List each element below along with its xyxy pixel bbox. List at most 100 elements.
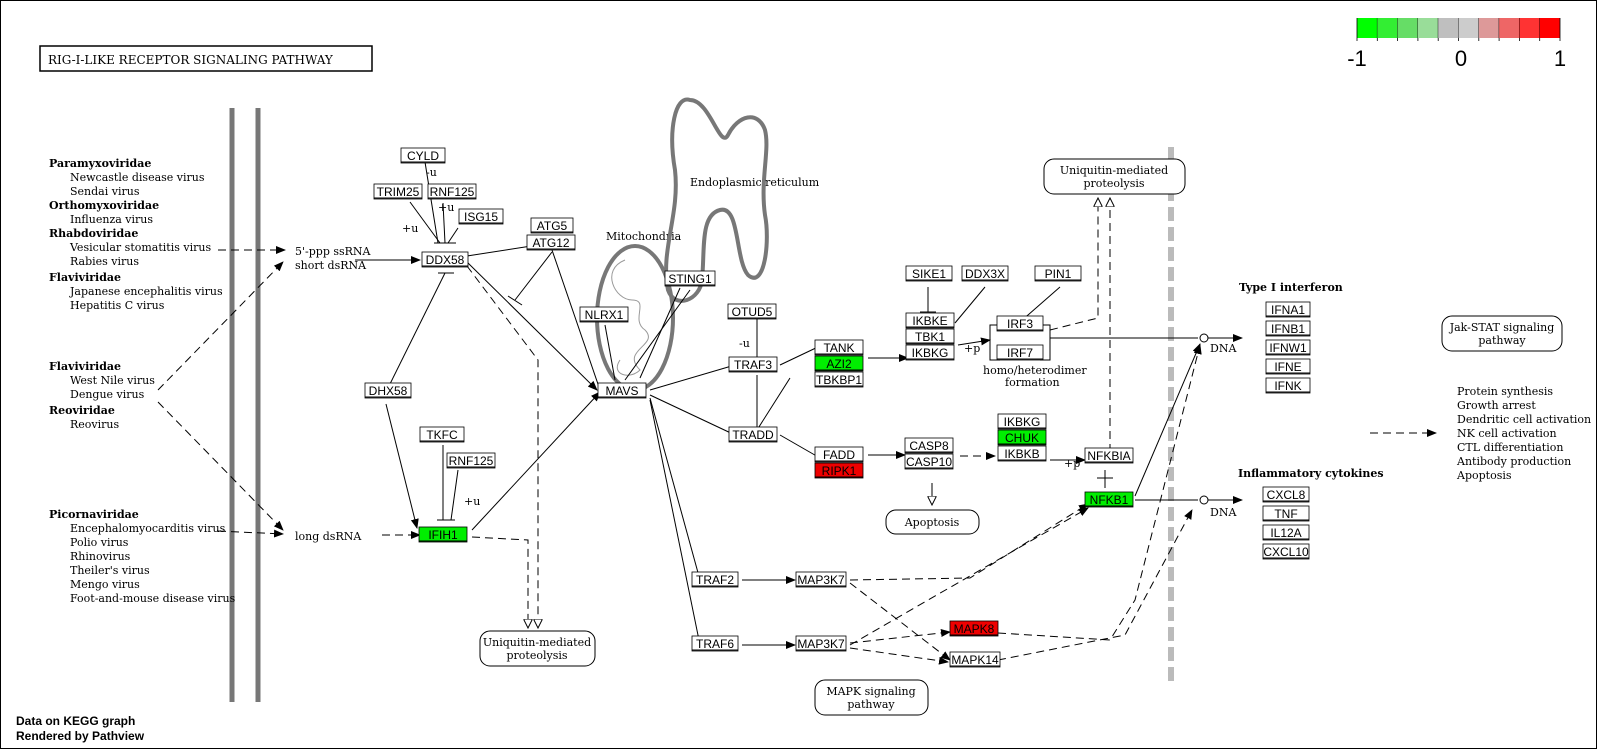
gene-label: IFNE bbox=[1274, 360, 1301, 374]
virus-family-flaviviridae-2: Flaviviridae bbox=[49, 360, 121, 373]
gene-node-cxcl8[interactable]: CXCL8 bbox=[1262, 486, 1310, 503]
gene-node-chuk[interactable]: CHUK bbox=[997, 429, 1047, 446]
gene-node-tnf[interactable]: TNF bbox=[1262, 505, 1310, 522]
gene-label: DHX58 bbox=[369, 384, 408, 398]
outcome-item: NK cell activation bbox=[1457, 427, 1557, 440]
ubiquitin-pathway-1[interactable]: Uniquitin-mediated proteolysis bbox=[1043, 158, 1186, 195]
ubiquitin-1-line1: Uniquitin-mediated bbox=[1060, 164, 1168, 177]
gene-box bbox=[996, 344, 1044, 361]
gene-box bbox=[691, 635, 739, 652]
gene-node-ddx58[interactable]: DDX58 bbox=[421, 251, 469, 268]
gene-node-irf7[interactable]: IRF7 bbox=[996, 344, 1044, 361]
gene-label: ISG15 bbox=[464, 210, 498, 224]
gene-box bbox=[814, 355, 864, 372]
virus-item: Polio virus bbox=[70, 536, 129, 549]
gene-node-map3k7[interactable]: MAP3K7 bbox=[795, 635, 847, 652]
gene-label: TRAF6 bbox=[696, 637, 734, 651]
gene-node-atg5[interactable]: ATG5 bbox=[530, 217, 574, 234]
gene-node-casp8[interactable]: CASP8 bbox=[904, 437, 954, 454]
gene-node-mapk14[interactable]: MAPK14 bbox=[949, 651, 1001, 668]
virus-item: Foot-and-mouse disease virus bbox=[70, 592, 236, 605]
footer-line-2: Rendered by Pathview bbox=[16, 729, 145, 743]
gene-node-casp10[interactable]: CASP10 bbox=[904, 453, 954, 470]
gene-node-traf2[interactable]: TRAF2 bbox=[691, 571, 739, 588]
gene-node-il12a[interactable]: IL12A bbox=[1262, 524, 1310, 541]
legend-min-label: -1 bbox=[1347, 46, 1367, 71]
apoptosis-pathway[interactable]: Apoptosis bbox=[885, 509, 980, 535]
gene-node-sting1[interactable]: STING1 bbox=[664, 270, 716, 287]
gene-node-tradd[interactable]: TRADD bbox=[728, 426, 778, 443]
gene-node-rnf125[interactable]: RNF125 bbox=[427, 183, 477, 200]
gene-label: RNF125 bbox=[449, 454, 494, 468]
gene-node-nfkb1[interactable]: NFKB1 bbox=[1084, 491, 1134, 508]
gene-box bbox=[530, 217, 574, 234]
gene-box bbox=[997, 429, 1047, 446]
gene-node-ifnb1[interactable]: IFNB1 bbox=[1265, 320, 1311, 337]
gene-box bbox=[728, 426, 778, 443]
gene-node-dhx58[interactable]: DHX58 bbox=[364, 382, 412, 399]
gene-node-traf3[interactable]: TRAF3 bbox=[728, 356, 778, 373]
gene-node-ifnk[interactable]: IFNK bbox=[1265, 377, 1311, 394]
gene-node-ifnw1[interactable]: IFNW1 bbox=[1265, 339, 1311, 356]
gene-node-tank[interactable]: TANK bbox=[814, 339, 864, 356]
mapk-pathway[interactable]: MAPK signaling pathway bbox=[814, 679, 929, 716]
gene-node-ikbkb[interactable]: IKBKB bbox=[997, 445, 1047, 462]
gene-node-tbkbp1[interactable]: TBKBP1 bbox=[814, 371, 864, 388]
gene-node-traf6[interactable]: TRAF6 bbox=[691, 635, 739, 652]
gene-box bbox=[458, 208, 504, 225]
virus-item: Rabies virus bbox=[70, 255, 139, 268]
gene-box bbox=[446, 452, 496, 469]
ubiquitin-pathway-2[interactable]: Uniquitin-mediated proteolysis bbox=[479, 630, 596, 667]
gene-node-fadd[interactable]: FADD bbox=[814, 446, 864, 463]
gene-node-irf3[interactable]: IRF3 bbox=[996, 315, 1044, 332]
plus-u-label: +u bbox=[464, 495, 480, 508]
gene-node-azi2[interactable]: AZI2 bbox=[814, 355, 864, 372]
gene-node-ifna1[interactable]: IFNA1 bbox=[1265, 301, 1311, 318]
gene-node-otud5[interactable]: OTUD5 bbox=[727, 303, 777, 320]
gene-label: TRADD bbox=[732, 428, 774, 442]
legend-swatch bbox=[1377, 18, 1398, 38]
jak-line1: Jak-STAT signaling bbox=[1449, 321, 1555, 334]
gene-box bbox=[400, 147, 446, 164]
gene-label: ATG5 bbox=[537, 219, 568, 233]
gene-node-nfkbia[interactable]: NFKBIA bbox=[1084, 447, 1134, 464]
gene-node-atg12[interactable]: ATG12 bbox=[526, 234, 576, 251]
outcome-item: Apoptosis bbox=[1456, 469, 1512, 482]
virus-item: Mengo virus bbox=[70, 578, 140, 591]
gene-node-rnf125[interactable]: RNF125 bbox=[446, 452, 496, 469]
gene-box bbox=[1265, 358, 1311, 375]
gene-node-pin1[interactable]: PIN1 bbox=[1034, 265, 1082, 282]
gene-node-map3k7[interactable]: MAP3K7 bbox=[795, 571, 847, 588]
plus-u-label: +u bbox=[438, 201, 454, 214]
endoplasmic-reticulum-shape bbox=[664, 97, 769, 303]
gene-node-cyld[interactable]: CYLD bbox=[400, 147, 446, 164]
gene-node-mavs[interactable]: MAVS bbox=[597, 382, 647, 399]
gene-node-ripk1[interactable]: RIPK1 bbox=[814, 462, 864, 479]
gene-box bbox=[795, 635, 847, 652]
gene-box bbox=[364, 382, 412, 399]
gene-label: AZI2 bbox=[826, 357, 852, 371]
gene-node-tkfc[interactable]: TKFC bbox=[419, 426, 465, 443]
gene-node-ifih1[interactable]: IFIH1 bbox=[418, 526, 468, 543]
gene-node-mapk8[interactable]: MAPK8 bbox=[949, 620, 999, 637]
gene-node-ikbkg[interactable]: IKBKG bbox=[997, 413, 1047, 430]
gene-node-trim25[interactable]: TRIM25 bbox=[373, 183, 423, 200]
gene-node-ifne[interactable]: IFNE bbox=[1265, 358, 1311, 375]
legend-max-label: 1 bbox=[1554, 46, 1566, 71]
gene-box bbox=[949, 620, 999, 637]
gene-node-isg15[interactable]: ISG15 bbox=[458, 208, 504, 225]
gene-box bbox=[905, 312, 955, 329]
gene-box bbox=[997, 413, 1047, 430]
jak-stat-pathway[interactable]: Jak-STAT signaling pathway bbox=[1441, 315, 1563, 352]
gene-node-cxcl10[interactable]: CXCL10 bbox=[1262, 543, 1310, 560]
gene-node-nlrx1[interactable]: NLRX1 bbox=[579, 306, 629, 323]
mapk-line2: pathway bbox=[847, 698, 895, 711]
gene-node-sike1[interactable]: SIKE1 bbox=[905, 265, 953, 282]
gene-node-tbk1[interactable]: TBK1 bbox=[905, 328, 955, 345]
gene-box bbox=[579, 306, 629, 323]
gene-node-ddx3x[interactable]: DDX3X bbox=[961, 265, 1009, 282]
mapk-line1: MAPK signaling bbox=[826, 685, 915, 698]
gene-node-ikbkg[interactable]: IKBKG bbox=[905, 344, 955, 361]
gene-node-ikbke[interactable]: IKBKE bbox=[905, 312, 955, 329]
virus-family-picornaviridae: Picornaviridae bbox=[49, 508, 139, 521]
